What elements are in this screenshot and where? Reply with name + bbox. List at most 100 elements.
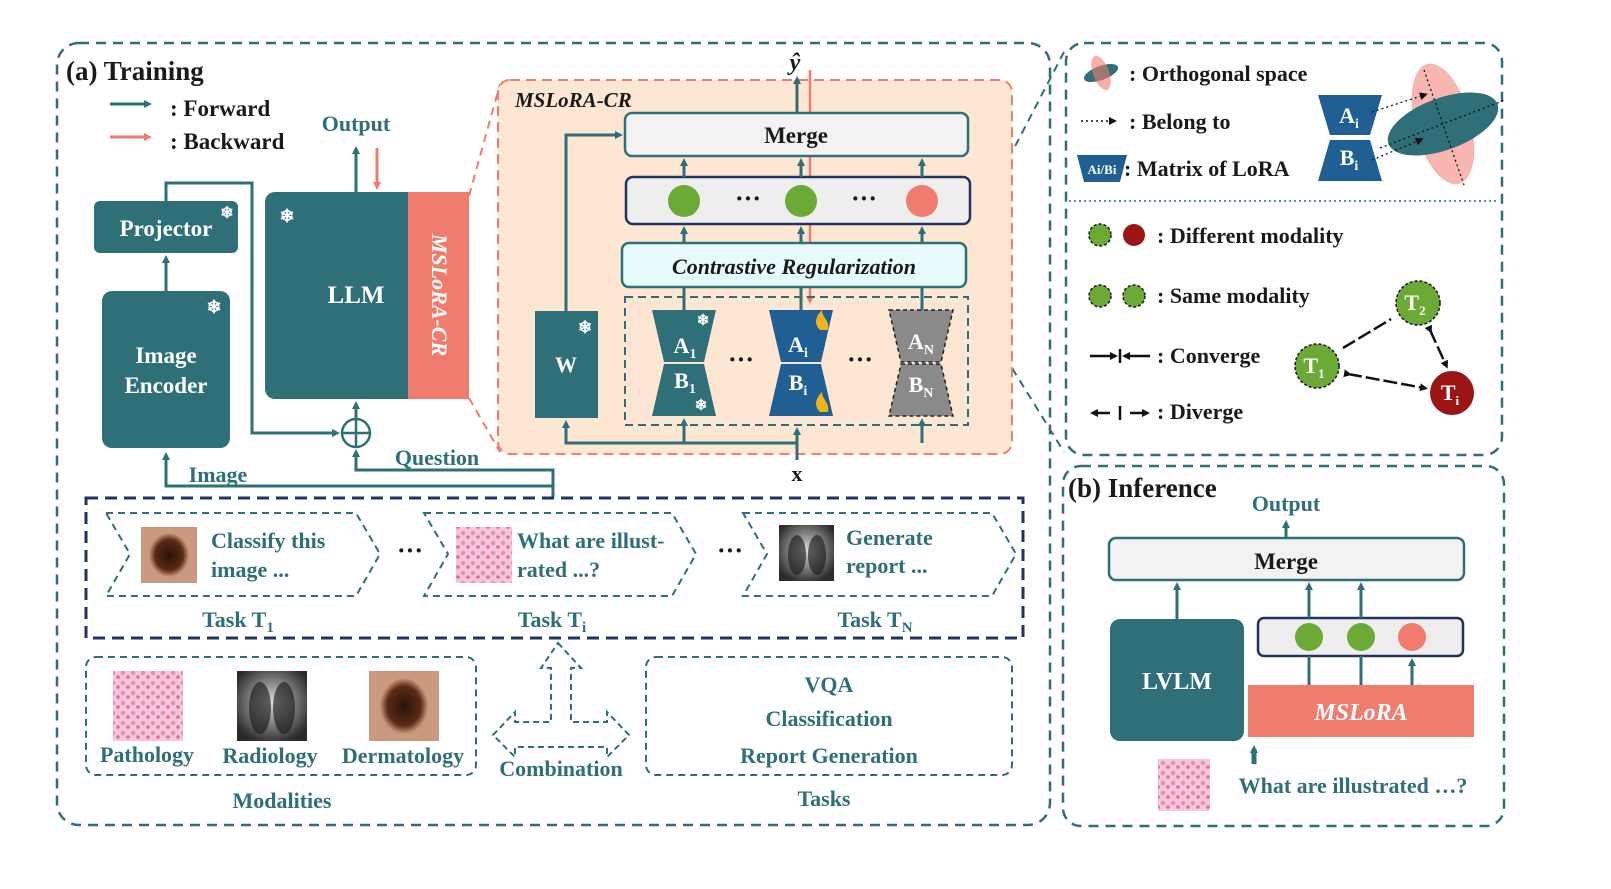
orthogonal-space-label: : Orthogonal space: [1129, 61, 1308, 86]
x-input-label: x: [792, 461, 803, 486]
feature-circle: [1347, 623, 1375, 651]
green-circle: [1122, 284, 1146, 308]
contrastive-regularization-box: [620, 241, 968, 289]
radiology-lung: [273, 682, 295, 734]
feature-dots: ···: [851, 184, 877, 213]
task-type-vqa: VQA: [805, 672, 854, 697]
task-node-ti: [1430, 371, 1474, 415]
modality-dermatology: Dermatology: [342, 743, 464, 768]
belong-to-label: : Belong to: [1129, 109, 1230, 134]
feature-circle: [1398, 623, 1426, 651]
expert-dots: ···: [728, 345, 754, 374]
y-hat-label: ŷ: [787, 50, 801, 76]
lora-a1-label: A1: [674, 333, 697, 362]
task-i-label: Task Ti: [518, 607, 586, 636]
image-encoder-label: Image: [135, 343, 196, 368]
lvlm-box: [1110, 619, 1244, 741]
backward-legend-label: : Backward: [170, 129, 285, 154]
frozen-icon: ❄: [578, 318, 592, 337]
trainable-flame-icon: [816, 310, 829, 330]
combination-arrow: [491, 641, 631, 760]
task-n-text: Generate: [846, 525, 933, 550]
task-n-label: Task TN: [837, 607, 912, 636]
mslora-cr-title: MSLoRA-CR: [514, 88, 632, 112]
task-1-text-2: image ...: [211, 557, 289, 582]
projector-label: Projector: [120, 216, 213, 241]
legend-ai-matrix: [1318, 95, 1382, 135]
lora-bn-label: BN: [909, 372, 934, 401]
task-type-classification: Classification: [765, 706, 892, 731]
lora-b1-label: B1: [674, 368, 696, 397]
orthogonal-axis: [1379, 99, 1506, 149]
tasks-container: [84, 496, 1025, 640]
task-node-ti-label: Ti: [1441, 380, 1460, 408]
llm-label: LLM: [328, 282, 385, 309]
zoom-line: [468, 397, 501, 453]
lora-experts-box: [624, 296, 969, 426]
t2-ti-diverge-line: [1424, 324, 1448, 369]
question-to-sum-line: [352, 449, 555, 497]
task-n-card: [741, 512, 1018, 597]
different-modality-label: : Different modality: [1157, 223, 1344, 248]
orthogonal-space-icon-2: [1091, 55, 1111, 91]
pretrained-weight-label: W: [555, 352, 577, 377]
dermatology-lesion: [380, 678, 428, 734]
frozen-icon: ❄: [695, 398, 708, 414]
task-node-t2: [1395, 280, 1441, 326]
merge-box: [623, 111, 970, 158]
t1-t2-converge-line: [1342, 317, 1392, 350]
w-to-merge-line: [564, 131, 623, 311]
bi-belong-arrow: [1371, 137, 1424, 161]
frozen-icon: ❄: [206, 297, 221, 317]
lora-an-label: AN: [908, 329, 934, 358]
contrastive-regularization-label: Contrastive Regularization: [672, 254, 916, 279]
radiology-lung: [788, 535, 806, 575]
lora-matrix-icon-label: Ai/Bi: [1088, 162, 1117, 177]
mslora-cr-side-box: [408, 192, 469, 399]
legend-bi-label: Bi: [1340, 145, 1359, 174]
legend-bi-matrix: [1318, 140, 1382, 181]
legend-ai-label: Ai: [1339, 103, 1359, 132]
trainable-flame-icon: [816, 392, 829, 412]
pathology-thumbnail: [456, 527, 512, 583]
task-types-caption: Tasks: [797, 786, 850, 811]
x-to-w-line: [562, 420, 797, 445]
inference-panel: [1061, 464, 1506, 828]
expert-dots: ···: [847, 345, 873, 374]
task-i-text: What are illust-: [517, 528, 664, 553]
image-to-encoder-line: [162, 452, 555, 497]
orthogonal-axis: [1423, 69, 1465, 186]
pathology-image: [113, 671, 183, 741]
combination-label: Combination: [499, 756, 622, 781]
merge-label: Merge: [764, 123, 828, 148]
image-arrow-label: Image: [189, 462, 248, 487]
converge-label: : Converge: [1157, 343, 1260, 368]
feature-circle: [1295, 623, 1323, 651]
mslora-box: [1248, 685, 1474, 737]
modality-pathology: Pathology: [100, 742, 194, 767]
radiology-lung: [808, 535, 826, 575]
t1-ti-diverge-line: [1343, 369, 1428, 392]
projector-box: [94, 201, 238, 253]
task-n-text-2: report ...: [846, 553, 927, 578]
training-title: (a) Training: [66, 56, 204, 86]
dermatology-lesion: [149, 533, 189, 577]
question-arrow-label: Question: [395, 445, 479, 470]
lora-matrix-label: : Matrix of LoRA: [1124, 156, 1290, 181]
pretrained-weight-box: [535, 311, 598, 418]
modalities-caption: Modalities: [233, 788, 332, 813]
image-encoder-label-2: Encoder: [124, 373, 207, 398]
task-dots: ···: [397, 536, 423, 565]
task-node-t2-label: T2: [1404, 290, 1425, 318]
image-encoder-box: [102, 291, 230, 448]
task-1-text: Classify this: [211, 528, 326, 553]
inference-merge-label: Merge: [1254, 549, 1318, 574]
inference-question-label: What are illustrated …?: [1239, 773, 1468, 798]
green-circle: [1088, 284, 1112, 308]
modalities-box: [85, 656, 477, 776]
lora-matrix-icon: [1077, 155, 1127, 182]
green-circle: [1088, 223, 1112, 247]
lora-b1-matrix: [652, 364, 716, 416]
projector-to-sum-line: [164, 181, 340, 437]
task-i-text-2: rated ...?: [517, 557, 600, 582]
